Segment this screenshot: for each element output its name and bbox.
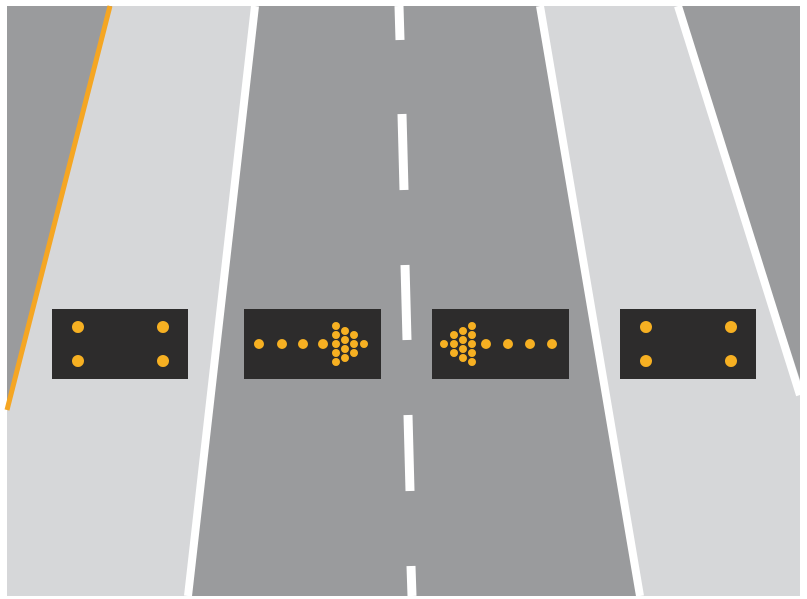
- sign-light: [360, 340, 368, 348]
- sign-light: [350, 331, 358, 339]
- sign-light: [450, 349, 458, 357]
- sign-light: [440, 340, 448, 348]
- sign-light: [341, 354, 349, 362]
- sign-light: [157, 321, 169, 333]
- sign-light: [332, 349, 340, 357]
- sign-body: [52, 309, 188, 379]
- sign-light: [350, 340, 358, 348]
- center-dash: [399, 6, 400, 40]
- sign-light: [72, 321, 84, 333]
- sign-light: [350, 349, 358, 357]
- sign-body: [620, 309, 756, 379]
- sign-light: [157, 355, 169, 367]
- sign-light: [318, 339, 328, 349]
- sign-light: [332, 322, 340, 330]
- sign-light: [503, 339, 513, 349]
- sign-light: [277, 339, 287, 349]
- sign-light: [459, 336, 467, 344]
- sign-light: [332, 340, 340, 348]
- center-dash: [408, 415, 410, 491]
- sign-light: [468, 322, 476, 330]
- sign-light: [481, 339, 491, 349]
- arrow-board-caution-right: [620, 309, 756, 379]
- sign-light: [468, 358, 476, 366]
- sign-light: [254, 339, 264, 349]
- arrow-board-caution-left: [52, 309, 188, 379]
- sign-light: [332, 331, 340, 339]
- center-dash: [405, 265, 407, 340]
- sign-light: [341, 336, 349, 344]
- arrow-board-left: [432, 309, 569, 379]
- sign-light: [341, 327, 349, 335]
- sign-light: [341, 345, 349, 353]
- center-dash: [411, 566, 412, 596]
- sign-light: [332, 358, 340, 366]
- sign-light: [459, 327, 467, 335]
- sign-light: [640, 321, 652, 333]
- sign-light: [450, 331, 458, 339]
- sign-light: [725, 355, 737, 367]
- sign-light: [450, 340, 458, 348]
- sign-light: [468, 349, 476, 357]
- sign-light: [459, 354, 467, 362]
- sign-light: [298, 339, 308, 349]
- sign-light: [640, 355, 652, 367]
- center-dash: [402, 114, 404, 190]
- sign-light: [468, 331, 476, 339]
- sign-light: [468, 340, 476, 348]
- sign-light: [459, 345, 467, 353]
- sign-light: [547, 339, 557, 349]
- arrow-board-right: [244, 309, 381, 379]
- sign-light: [525, 339, 535, 349]
- sign-light: [725, 321, 737, 333]
- sign-light: [72, 355, 84, 367]
